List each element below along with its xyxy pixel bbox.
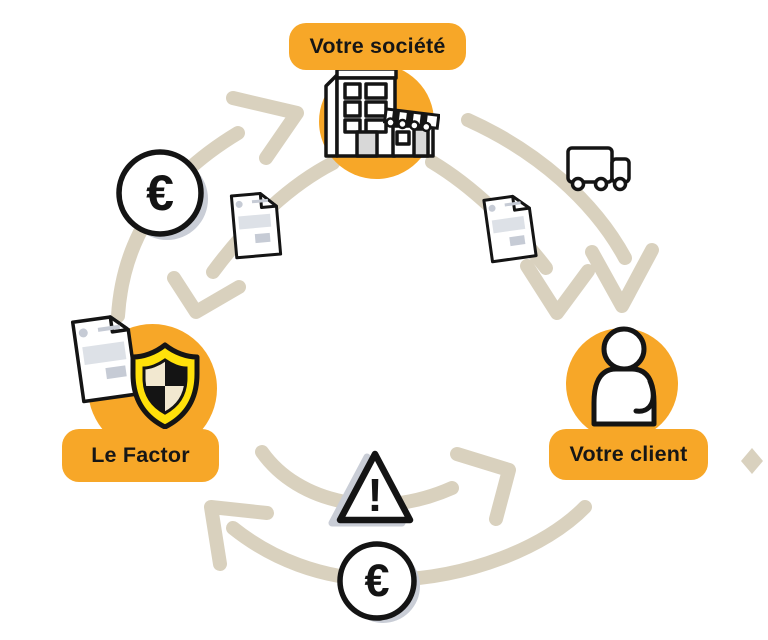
factor-node-label: Le Factor <box>62 429 219 482</box>
shield-icon <box>130 342 200 430</box>
warning-triangle-icon: ! <box>328 450 414 527</box>
truck-icon <box>566 146 631 192</box>
euro-coin-icon-top: € <box>116 149 208 240</box>
euro-coin-icon-bottom: € <box>337 541 420 623</box>
arrowhead-company-to-client-outer <box>585 243 659 313</box>
decorative-diamond <box>741 448 763 474</box>
euro-symbol: € <box>146 165 174 221</box>
arrowhead-company-to-client-inner <box>520 259 595 320</box>
euro-symbol: € <box>364 555 389 606</box>
arrowhead-client-to-factor <box>204 500 274 571</box>
invoice-icon-factor <box>70 315 140 404</box>
arrowhead-factor-to-company <box>226 91 304 165</box>
arrowhead-company-to-factor <box>167 271 246 319</box>
arrowhead-factor-to-client <box>450 447 516 526</box>
arrow-company-to-client-outer <box>461 113 632 265</box>
person-icon <box>591 326 657 427</box>
invoice-icon-left <box>229 192 283 260</box>
exclamation-symbol: ! <box>367 469 382 521</box>
awning <box>382 107 440 133</box>
client-node-label: Votre client <box>549 429 708 480</box>
invoice-icon-right <box>482 194 538 264</box>
company-node-label: Votre société <box>289 23 466 70</box>
building-icon <box>324 67 440 158</box>
